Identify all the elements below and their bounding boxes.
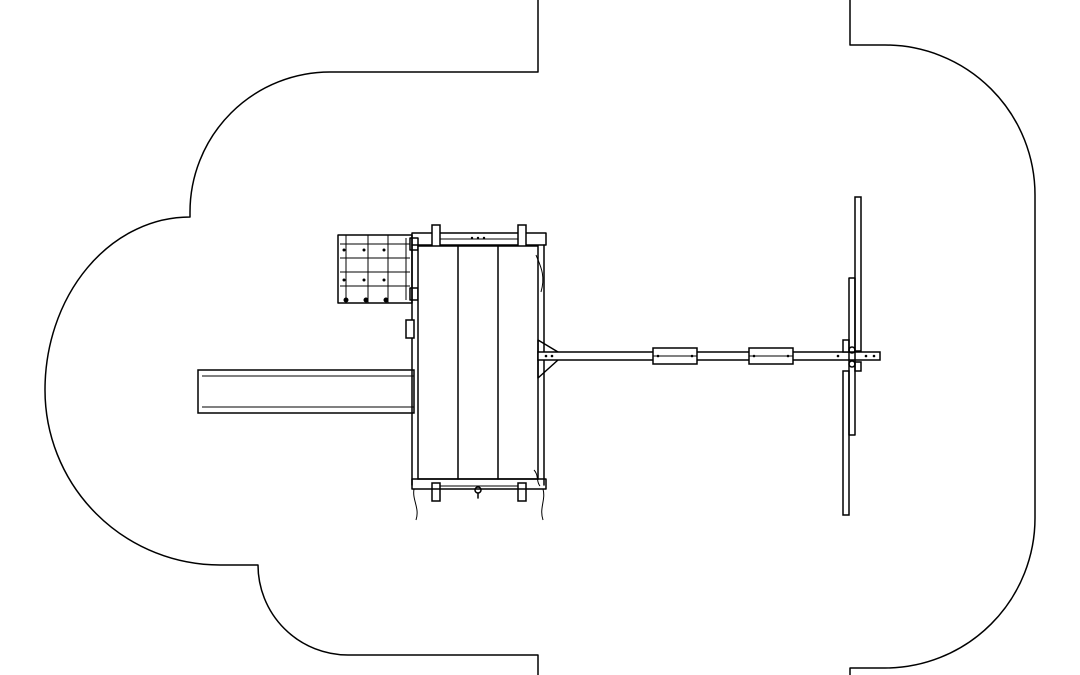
swing-beam (537, 339, 881, 379)
play-deck (405, 224, 547, 521)
safety-zone-outline (44, 0, 1036, 675)
a-frame-leg-assembly (842, 196, 862, 516)
climbing-ladder (337, 234, 419, 304)
swing-hangers (652, 347, 794, 365)
slide (197, 369, 415, 414)
